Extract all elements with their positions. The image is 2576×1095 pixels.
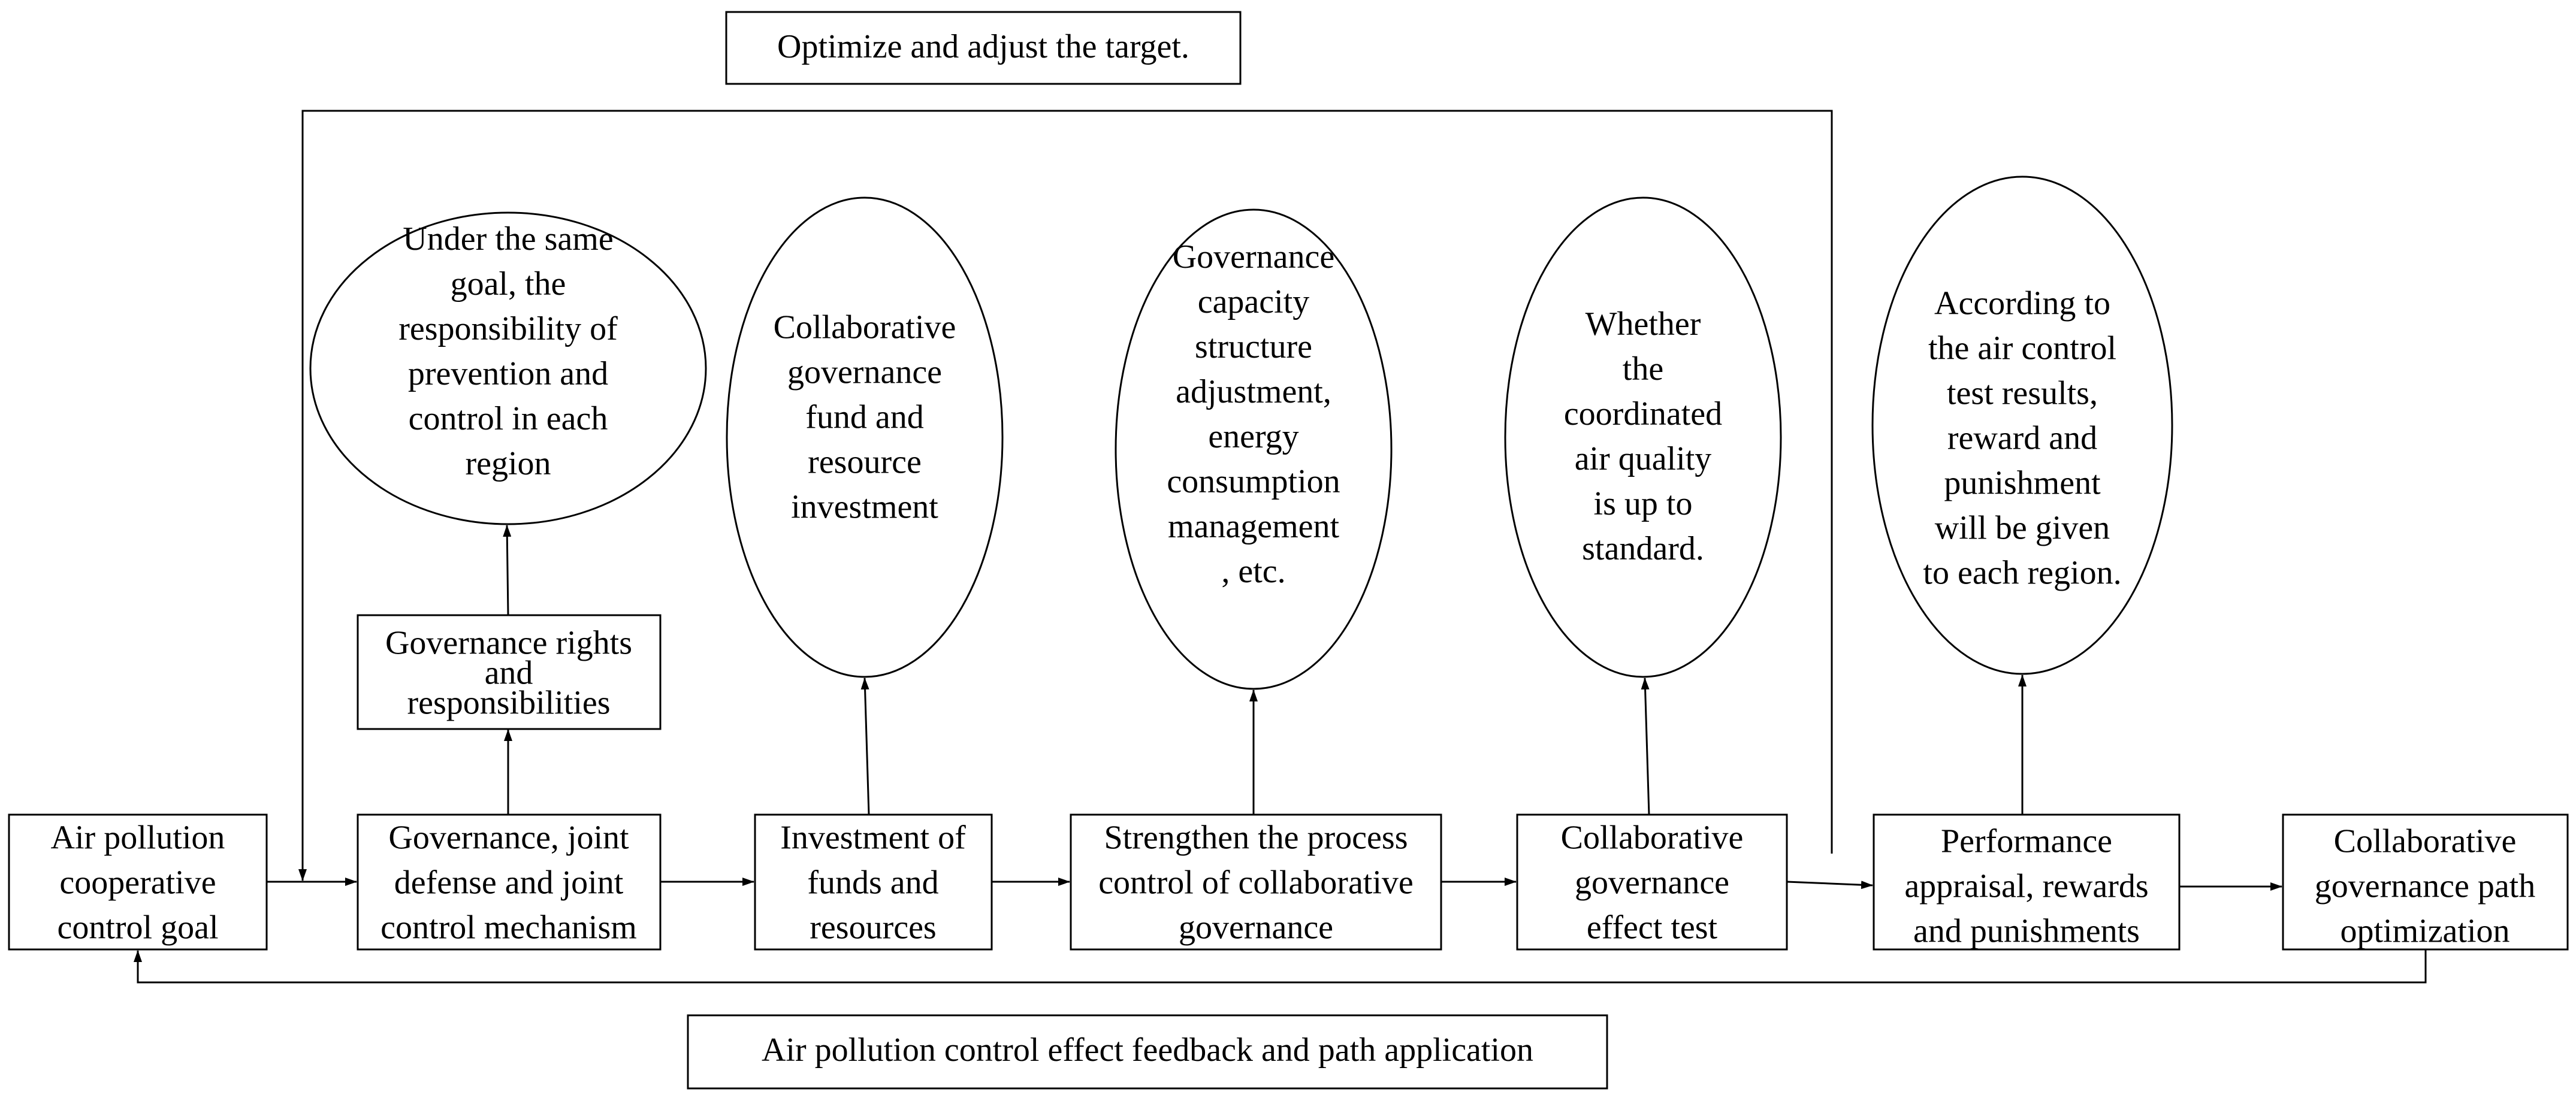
text-line: will be given [1935, 510, 2110, 547]
text-line: control goal [57, 909, 218, 946]
appraisal-box [1873, 813, 2181, 951]
text-line: governance path [2315, 868, 2535, 905]
text-line: punishment [1944, 465, 2101, 502]
text-line: control of collaborative [1098, 864, 1414, 902]
text-line: test results, [1947, 375, 2098, 412]
bottom-feedback-loop [134, 949, 2427, 984]
responsibility-text: Under the same goal, the responsibility of… [398, 220, 618, 482]
text-line: adjustment, [1176, 373, 1331, 410]
responsibility-ellipse [309, 211, 707, 525]
mechanism-text: Governance, joint defense and joint contro… [380, 819, 637, 946]
text-line: consumption [1167, 463, 1340, 500]
bottom-label-text: Air pollution control effect feedback an… [762, 1032, 1533, 1069]
text-line: responsibility of [398, 310, 618, 347]
arrow-rights-to-responsibility [503, 525, 512, 616]
text-line: resources [810, 909, 936, 946]
text-line: Governance [1173, 238, 1335, 276]
text-line: Governance rights [385, 625, 632, 662]
text-line: management [1168, 508, 1340, 545]
capacity-text: Governance capacity structure adjustment, en… [1167, 238, 1340, 590]
text-line: energy [1208, 418, 1298, 455]
text-line: Collaborative [774, 309, 956, 346]
text-line: the air control [1928, 330, 2116, 367]
air-quality-ellipse [1504, 196, 1782, 678]
text-line: funds and [807, 864, 938, 902]
text-line: governance [1179, 909, 1333, 946]
text-line: control in each [409, 400, 608, 437]
fund-text: Collaborative governance fund and resource i… [774, 309, 956, 526]
reward-ellipse [1871, 176, 2173, 675]
arrow-test-to-air-quality [1641, 677, 1650, 815]
top-feedback-loop [298, 110, 1833, 881]
text-line: structure [1195, 328, 1312, 365]
text-line: reward and [1947, 420, 2097, 457]
text-line: , etc. [1221, 553, 1285, 590]
effect-test-text: Collaborative governance effect test [1561, 819, 1744, 946]
text-line: optimization [2340, 913, 2509, 950]
text-line: is up to [1594, 485, 1693, 522]
text-line: and [485, 655, 533, 692]
process-text: Strengthen the process control of collabo… [1098, 819, 1414, 946]
text-line: fund and [805, 399, 924, 436]
appraisal-text: Performance appraisal, rewards and punishm… [1904, 823, 2148, 950]
text-line: According to [1934, 285, 2110, 322]
text-line: resource [808, 444, 922, 481]
air-quality-text: Whether the coordinated air quality is up to… [1564, 305, 1722, 567]
top-label-box [725, 11, 1242, 85]
text-line: goal, the [451, 265, 566, 303]
goal-text: Air pollution cooperative control goal [51, 819, 225, 946]
text-line: appraisal, rewards [1904, 868, 2148, 905]
arrow-test-to-appraisal [1786, 881, 1873, 890]
text-line: capacity [1198, 283, 1310, 320]
text-line: control mechanism [380, 909, 637, 946]
text-line: to each region. [1923, 555, 2121, 592]
text-line: governance [1575, 864, 1729, 902]
top-label-text: Optimize and adjust the target. [777, 28, 1189, 65]
text-line: Investment of [780, 819, 966, 857]
capacity-ellipse [1115, 208, 1393, 690]
text-line: Performance [1941, 823, 2112, 860]
text-line: Whether [1586, 305, 1701, 343]
text-line: Air pollution [51, 819, 225, 857]
text-line: investment [791, 489, 938, 526]
text-line: Governance, joint [388, 819, 629, 857]
optimization-text: Collaborative governance path optimization [2315, 823, 2535, 950]
text-line: defense and joint [394, 864, 624, 902]
text-line: region [465, 445, 551, 482]
text-line: air quality [1575, 440, 1712, 477]
text-line: governance [787, 354, 942, 391]
bottom-label-box [687, 1014, 1608, 1090]
text-line: cooperative [59, 864, 216, 902]
arrow-investment-to-fund [860, 677, 870, 815]
text-line: coordinated [1564, 395, 1722, 432]
text-line: effect test [1587, 909, 1718, 946]
text-line: prevention and [408, 355, 608, 392]
text-line: responsibilities [407, 685, 610, 722]
text-line: Under the same [403, 220, 613, 258]
text-line: and punishments [1913, 913, 2140, 950]
text-line: Collaborative [2334, 823, 2517, 860]
text-line: Collaborative [1561, 819, 1744, 857]
reward-text: According to the air control test results,… [1923, 285, 2121, 592]
fund-ellipse [726, 196, 1004, 678]
text-line: standard. [1582, 530, 1704, 567]
investment-text: Investment of funds and resources [780, 819, 966, 946]
text-line: Strengthen the process [1104, 819, 1408, 857]
text-line: the [1623, 350, 1663, 388]
